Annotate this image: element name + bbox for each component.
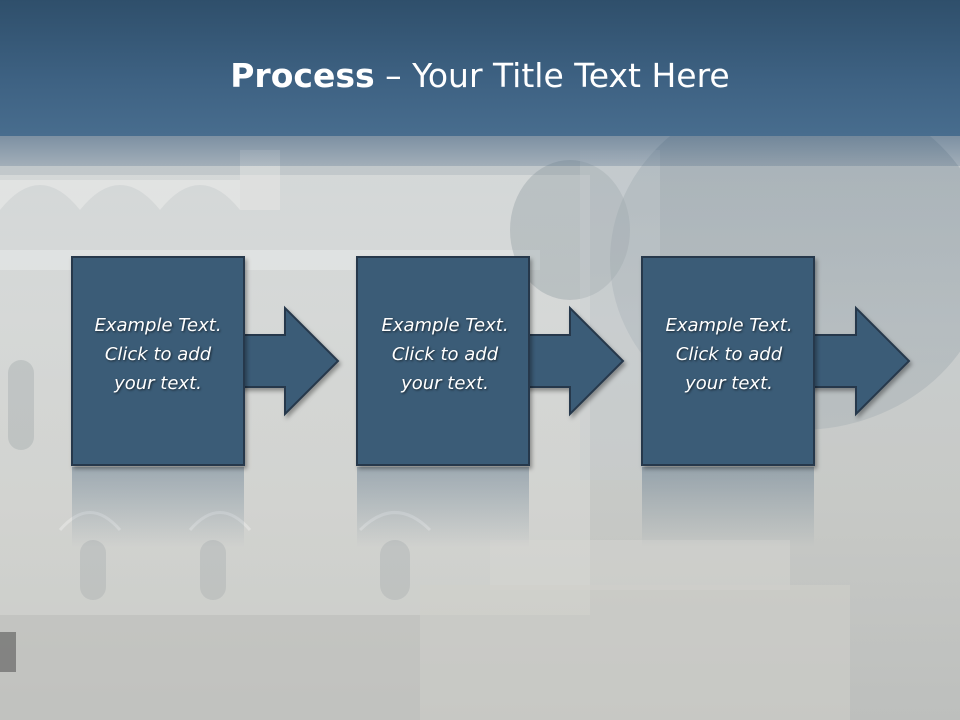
step-3-box[interactable] [641,256,815,466]
title-bold-part: Process [230,56,375,95]
title-bar-shadow-strip [0,136,960,166]
step-3-line-2: Click to add [675,344,783,365]
step-3-reflection [642,467,814,547]
step-1-reflection [72,467,244,547]
step-2-line-3: your text. [401,373,489,394]
title-rest-part: – Your Title Text Here [374,56,730,95]
slide-title[interactable]: Process – Your Title Text Here [0,54,960,98]
step-1-box[interactable] [71,256,245,466]
step-2-text[interactable]: Example Text. Click to add your text. [359,311,531,398]
step-2-box[interactable] [356,256,530,466]
step-1-text[interactable]: Example Text. Click to add your text. [72,311,244,398]
step-3-line-1: Example Text. [665,315,793,336]
step-2-arrow[interactable] [524,305,625,417]
step-1-line-1: Example Text. [94,315,222,336]
step-2-line-2: Click to add [391,344,499,365]
step-2-reflection [357,467,529,547]
step-1-line-2: Click to add [104,344,212,365]
step-3-line-3: your text. [685,373,773,394]
step-1-line-3: your text. [114,373,202,394]
step-2-line-1: Example Text. [381,315,509,336]
title-bar [0,0,960,136]
step-3-arrow[interactable] [809,305,911,417]
step-3-text[interactable]: Example Text. Click to add your text. [643,311,815,398]
step-1-arrow[interactable] [239,305,340,417]
